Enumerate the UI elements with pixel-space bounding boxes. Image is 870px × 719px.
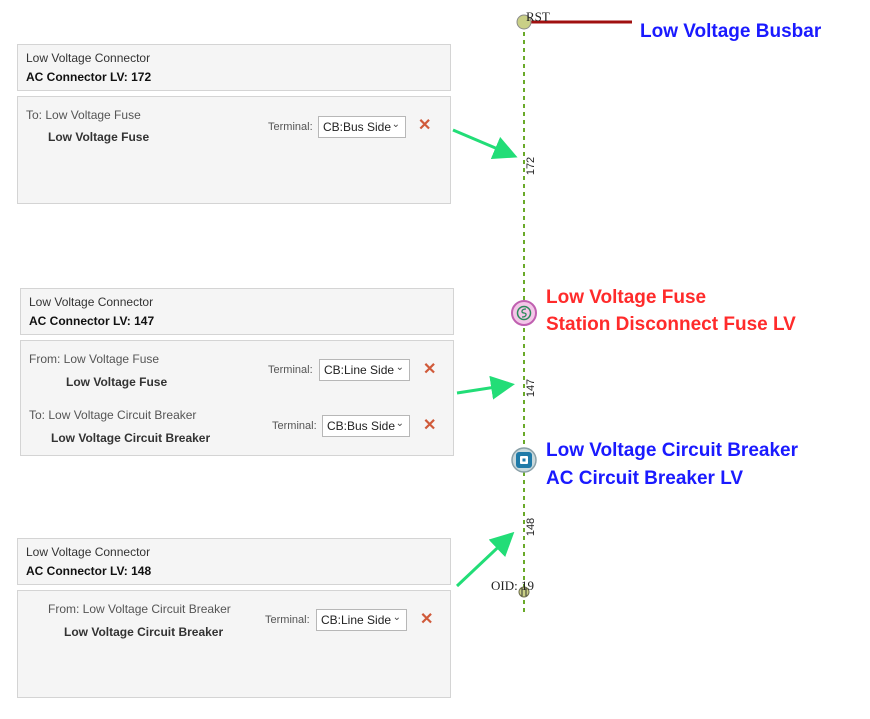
terminal-dropdown[interactable]: CB:Bus Side ⌄ (318, 116, 406, 138)
connector-header-panel-147: Low Voltage Connector AC Connector LV: 1… (20, 288, 454, 335)
connector-header-panel-172: Low Voltage Connector AC Connector LV: 1… (17, 44, 451, 91)
connector-type: Low Voltage Connector (26, 545, 151, 559)
fuse-label-name: Station Disconnect Fuse LV (546, 314, 796, 335)
terminal-label: Terminal: (272, 420, 317, 432)
connection-target-name: Low Voltage Fuse (66, 375, 168, 389)
connection-panel-172: To: Low Voltage Fuse Low Voltage Fuse Te… (17, 96, 451, 204)
circuit-breaker-icon[interactable] (511, 447, 537, 473)
terminal-label: Terminal: (265, 614, 310, 626)
connection-target-name: Low Voltage Circuit Breaker (51, 431, 211, 445)
segment-label-147: 147 (525, 378, 538, 398)
fuse-label-type: Low Voltage Fuse (546, 287, 707, 308)
terminal-dropdown[interactable]: CB:Bus Side ⌄ (322, 415, 410, 437)
busbar-node-icon[interactable] (516, 14, 532, 30)
segment-label-172: 172 (525, 156, 538, 176)
end-node-label: OID: 19 (491, 578, 534, 593)
terminal-dropdown[interactable]: CB:Line Side ⌄ (319, 359, 410, 381)
pointer-arrow-147 (456, 375, 515, 400)
connection-direction: From: Low Voltage Fuse (29, 352, 160, 366)
busbar-label: Low Voltage Busbar (640, 21, 822, 42)
connector-type: Low Voltage Connector (29, 295, 154, 309)
breaker-label-type: Low Voltage Circuit Breaker (546, 440, 798, 461)
connection-direction: To: Low Voltage Circuit Breaker (29, 408, 197, 422)
terminal-value: CB:Bus Side (323, 120, 392, 134)
end-node-icon[interactable] (518, 586, 530, 598)
chevron-down-icon: ⌄ (391, 119, 400, 130)
pointer-arrow-172 (452, 128, 518, 160)
connector-type: Low Voltage Connector (26, 51, 151, 65)
connection-panel-148: From: Low Voltage Circuit Breaker Low Vo… (17, 590, 451, 698)
segment-label-148: 148 (525, 517, 538, 537)
remove-connection-button[interactable]: ✕ (418, 117, 432, 134)
terminal-label: Terminal: (268, 364, 313, 376)
remove-connection-button[interactable]: ✕ (423, 417, 437, 434)
connection-target-name: Low Voltage Circuit Breaker (64, 625, 224, 639)
connection-direction: To: Low Voltage Fuse (26, 108, 141, 122)
terminal-value: CB:Line Side (321, 613, 392, 627)
chevron-down-icon: ⌄ (395, 418, 404, 429)
connector-name: AC Connector LV: 172 (26, 70, 152, 84)
terminal-value: CB:Bus Side (327, 419, 396, 433)
remove-connection-button[interactable]: ✕ (423, 361, 437, 378)
fuse-icon[interactable] (511, 300, 537, 326)
busbar-node-label: RST (526, 9, 550, 24)
terminal-dropdown[interactable]: CB:Line Side ⌄ (316, 609, 407, 631)
connector-name: AC Connector LV: 148 (26, 564, 152, 578)
chevron-down-icon: ⌄ (395, 362, 404, 373)
pointer-arrow-148 (455, 531, 515, 588)
terminal-value: CB:Line Side (324, 363, 395, 377)
remove-connection-button[interactable]: ✕ (420, 611, 434, 628)
connection-panel-147: From: Low Voltage Fuse Low Voltage Fuse … (20, 340, 454, 456)
chevron-down-icon: ⌄ (392, 612, 401, 623)
terminal-label: Terminal: (268, 121, 313, 133)
connection-direction: From: Low Voltage Circuit Breaker (48, 602, 231, 616)
connection-target-name: Low Voltage Fuse (48, 130, 150, 144)
connector-header-panel-148: Low Voltage Connector AC Connector LV: 1… (17, 538, 451, 585)
breaker-label-name: AC Circuit Breaker LV (546, 468, 744, 489)
connector-name: AC Connector LV: 147 (29, 314, 155, 328)
